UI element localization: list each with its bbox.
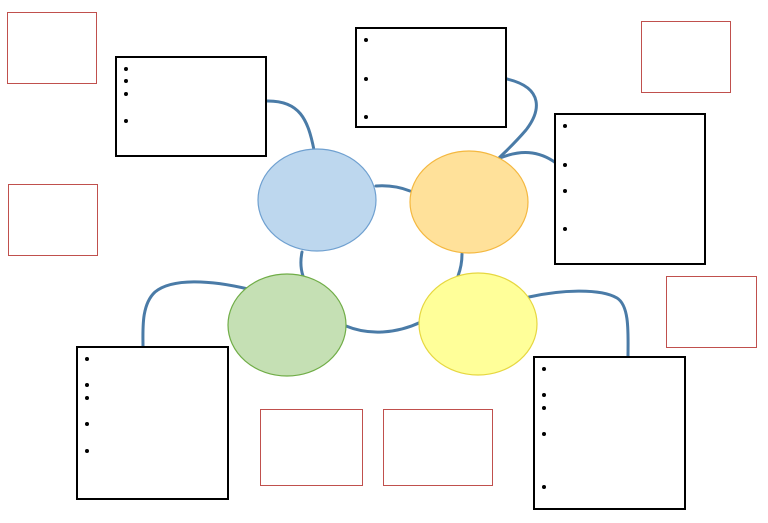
note-box-bottom-right[interactable] (533, 356, 686, 510)
bullet-point (364, 38, 368, 42)
placeholder-box-top-left[interactable] (7, 12, 97, 84)
placeholder-box-top-right[interactable] (641, 21, 731, 93)
connector-top-left-to-blue (264, 99, 316, 152)
bullet-point (542, 432, 546, 436)
note-box-right[interactable] (554, 113, 706, 265)
bullet-point (563, 189, 567, 193)
placeholder-box-middle-right[interactable] (666, 276, 757, 348)
note-box-top-center[interactable] (355, 27, 507, 128)
bullet-point (542, 485, 546, 489)
bullet-point (85, 396, 89, 400)
note-box-bottom-left[interactable] (76, 346, 229, 500)
bullet-point (124, 67, 128, 71)
connector-top-center-to-orange (497, 77, 538, 160)
bullet-point (542, 393, 546, 397)
note-box-top-left[interactable] (115, 56, 267, 157)
concept-circle-green[interactable] (227, 273, 347, 377)
placeholder-box-bottom-center-left[interactable] (260, 409, 363, 486)
bullet-point (85, 449, 89, 453)
placeholder-box-bottom-center-right[interactable] (383, 409, 493, 486)
connector-blue-to-green (299, 250, 305, 278)
connector-green-to-yellow (344, 320, 423, 334)
bullet-point (364, 115, 368, 119)
bullet-point (124, 79, 128, 83)
bullet-point (542, 406, 546, 410)
connector-orange-to-right (498, 151, 558, 165)
connector-orange-to-yellow (456, 252, 464, 278)
bullet-point (542, 367, 546, 371)
connector-green-to-bottom-left (141, 280, 250, 349)
concept-circle-orange[interactable] (409, 150, 529, 254)
bullet-point (124, 119, 128, 123)
bullet-point (85, 422, 89, 426)
bullet-point (563, 163, 567, 167)
connector-yellow-to-bottom-right (527, 289, 630, 359)
bullet-point (85, 357, 89, 361)
connector-blue-to-orange (374, 184, 412, 193)
concept-circle-blue[interactable] (257, 148, 377, 252)
bullet-point (563, 227, 567, 231)
concept-circle-yellow[interactable] (418, 272, 538, 376)
placeholder-box-middle-left[interactable] (8, 184, 98, 256)
bullet-point (85, 383, 89, 387)
bullet-point (124, 92, 128, 96)
bullet-point (563, 124, 567, 128)
bullet-point (364, 77, 368, 81)
